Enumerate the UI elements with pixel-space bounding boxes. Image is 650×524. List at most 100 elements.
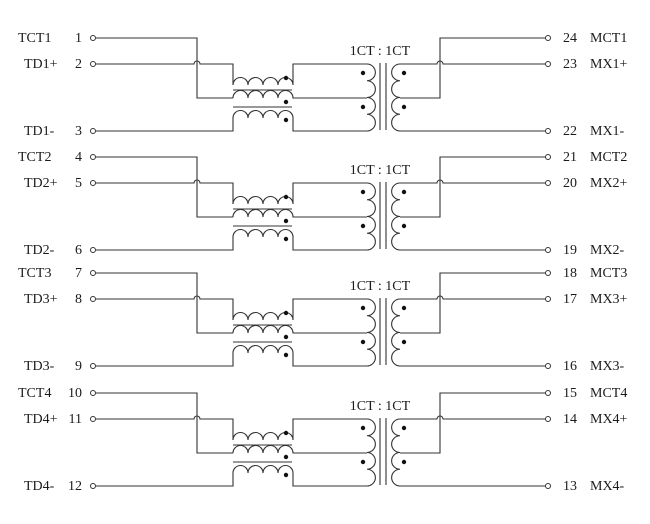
transformer-secondary xyxy=(391,298,401,367)
right-signal-name: MX2+ xyxy=(590,176,628,191)
polarity-dot xyxy=(360,189,366,195)
right-pin-number: 19 xyxy=(563,243,577,258)
left-pin-number: 8 xyxy=(75,292,82,307)
left-pin-number: 12 xyxy=(68,479,82,494)
tct-wire xyxy=(96,156,233,218)
left-pin-number: 2 xyxy=(75,57,82,72)
terminal-circle xyxy=(90,61,96,67)
left-signal-name: TD3+ xyxy=(24,292,58,307)
td-plus-wire xyxy=(96,295,234,320)
mct-wire xyxy=(400,272,545,334)
left-pin-number: 6 xyxy=(75,243,82,258)
choke-core xyxy=(233,208,292,227)
polarity-dot xyxy=(283,352,289,358)
choke-winding-middle xyxy=(232,325,367,334)
polarity-dot xyxy=(283,472,289,478)
left-signal-name: TCT4 xyxy=(18,386,51,401)
transformer-secondary xyxy=(391,182,401,251)
right-signal-name: MX1+ xyxy=(590,57,628,72)
td-minus-wire xyxy=(96,237,234,251)
polarity-dot xyxy=(401,104,407,110)
td-minus-wire xyxy=(96,473,234,487)
transformer-secondary xyxy=(391,63,401,132)
right-pin-number: 23 xyxy=(563,57,577,72)
choke-winding-middle xyxy=(232,209,367,218)
choke-winding-middle xyxy=(232,90,367,99)
choke-core xyxy=(233,444,292,463)
left-signal-name: TD4- xyxy=(24,479,55,494)
left-signal-name: TD1- xyxy=(24,124,55,139)
terminal-circle xyxy=(90,128,96,134)
polarity-dot xyxy=(360,104,366,110)
left-pin-number: 5 xyxy=(75,176,82,191)
ratio-label: 1CT : 1CT xyxy=(350,163,411,178)
terminal-circle xyxy=(545,128,551,134)
right-pin-number: 15 xyxy=(563,386,577,401)
polarity-dot xyxy=(360,70,366,76)
mx-plus-wire xyxy=(400,179,545,184)
right-pin-number: 18 xyxy=(563,266,577,281)
right-pin-number: 20 xyxy=(563,176,577,191)
transformer-primary xyxy=(366,418,376,487)
td-minus-wire xyxy=(96,353,234,367)
mx-plus-wire xyxy=(400,60,545,65)
polarity-dot xyxy=(360,459,366,465)
choke-winding-bottom xyxy=(232,229,367,251)
left-pin-number: 7 xyxy=(75,266,82,281)
polarity-dot xyxy=(283,454,289,460)
polarity-dot xyxy=(401,459,407,465)
mx-plus-wire xyxy=(400,295,545,300)
right-signal-name: MCT1 xyxy=(590,31,627,46)
polarity-dot xyxy=(283,194,289,200)
left-signal-name: TD2+ xyxy=(24,176,58,191)
td-plus-wire xyxy=(96,179,234,204)
td-minus-wire xyxy=(96,118,234,132)
right-signal-name: MX3+ xyxy=(590,292,628,307)
polarity-dot xyxy=(283,218,289,224)
choke-core xyxy=(233,89,292,108)
ratio-label: 1CT : 1CT xyxy=(350,399,411,414)
terminal-circle xyxy=(90,390,96,396)
terminal-circle xyxy=(545,61,551,67)
mct-wire xyxy=(400,392,545,454)
right-pin-number: 21 xyxy=(563,150,577,165)
left-pin-number: 10 xyxy=(68,386,82,401)
transformer-core xyxy=(379,63,387,130)
right-pin-number: 13 xyxy=(563,479,577,494)
transformer-primary xyxy=(366,63,376,132)
left-signal-name: TCT2 xyxy=(18,150,51,165)
right-signal-name: MCT4 xyxy=(590,386,627,401)
transformer-core xyxy=(379,298,387,365)
tct-wire xyxy=(96,392,233,454)
left-signal-name: TD3- xyxy=(24,359,55,374)
terminal-circle xyxy=(545,296,551,302)
left-pin-number: 11 xyxy=(69,412,82,427)
polarity-dot xyxy=(401,305,407,311)
right-signal-name: MX2- xyxy=(590,243,625,258)
left-signal-name: TD4+ xyxy=(24,412,58,427)
terminal-circle xyxy=(90,296,96,302)
right-signal-name: MX3- xyxy=(590,359,625,374)
terminal-circle xyxy=(90,270,96,276)
td-plus-wire xyxy=(96,415,234,440)
ratio-label: 1CT : 1CT xyxy=(350,279,411,294)
transformer-core xyxy=(379,418,387,485)
terminal-circle xyxy=(545,247,551,253)
mct-wire xyxy=(400,37,545,99)
choke-winding-bottom xyxy=(232,110,367,132)
choke-winding-top xyxy=(232,182,367,205)
mct-wire xyxy=(400,156,545,218)
left-pin-number: 9 xyxy=(75,359,82,374)
left-pin-number: 3 xyxy=(75,124,82,139)
right-pin-number: 22 xyxy=(563,124,577,139)
transformer-secondary xyxy=(391,418,401,487)
terminal-circle xyxy=(90,154,96,160)
left-pin-number: 4 xyxy=(75,150,82,165)
right-signal-name: MX4+ xyxy=(590,412,628,427)
right-pin-number: 24 xyxy=(563,31,577,46)
choke-winding-bottom xyxy=(232,465,367,487)
mx-plus-wire xyxy=(400,415,545,420)
